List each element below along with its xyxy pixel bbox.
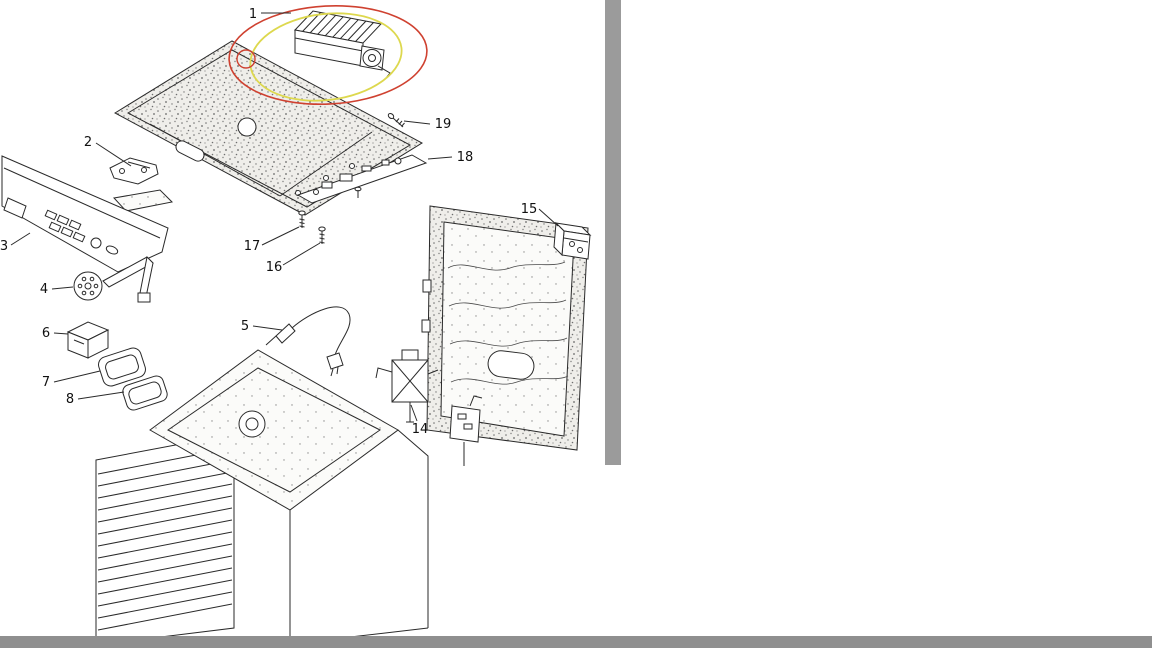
- callout-leader-18: [427, 156, 453, 160]
- bottom-scrollbar[interactable]: [0, 636, 1152, 648]
- callout-label-19: 19: [435, 117, 452, 132]
- part-5-probe: [265, 306, 351, 377]
- highlight-small-circle: [236, 49, 256, 69]
- callout-leader-6: [53, 332, 69, 335]
- callout-labels: 1 2 3 4 5 6 7 8 14 15 16 17 18 19: [0, 7, 537, 437]
- callout-label-15: 15: [521, 202, 538, 217]
- small-plate: [113, 189, 174, 212]
- callout-label-8: 8: [66, 392, 74, 407]
- vertical-scrollbar[interactable]: [605, 0, 621, 465]
- callout-label-7: 7: [42, 375, 50, 390]
- callout-leader-8: [77, 391, 125, 400]
- part-7-gasket: [98, 347, 146, 387]
- callout-leader-14: [410, 404, 418, 422]
- oven-cabinet: [95, 349, 429, 646]
- callout-label-3: 3: [0, 239, 8, 254]
- callout-label-17: 17: [244, 239, 261, 254]
- callout-leaders: [10, 12, 559, 422]
- callout-label-4: 4: [40, 282, 48, 297]
- part-15-bracket: [553, 221, 592, 260]
- callout-label-1: 1: [249, 7, 257, 22]
- panel-hole: [237, 117, 257, 137]
- oven-top-face: [149, 349, 399, 511]
- fascia-connector: [3, 197, 27, 219]
- callout-leader-16: [282, 242, 321, 266]
- part-19-screw: [387, 112, 405, 128]
- callout-label-5: 5: [241, 319, 249, 334]
- part-6-block: [66, 321, 110, 359]
- part-2-bracket: [109, 157, 174, 212]
- part-14-switch: [375, 349, 439, 423]
- callout-leader-2: [95, 142, 132, 167]
- callout-leader-3: [10, 232, 31, 246]
- part-18-control-board: [296, 154, 428, 204]
- louvered-front-panel: [95, 433, 235, 646]
- callout-leader-5: [252, 325, 283, 331]
- callout-label-2: 2: [84, 135, 92, 150]
- main-top-panel: [113, 40, 424, 216]
- part-4-disc: [73, 255, 154, 303]
- module-connector: [362, 49, 382, 67]
- callout-label-16: 16: [266, 260, 283, 275]
- highlight-annotation: [228, 4, 428, 106]
- callout-leader-15: [538, 208, 559, 227]
- part-16-screw: [318, 226, 326, 244]
- highlight-outer-ellipse: [228, 4, 428, 106]
- callout-leader-4: [51, 286, 74, 290]
- panel-slot: [175, 140, 205, 162]
- part-17-screw: [298, 210, 306, 228]
- callout-leader-7: [53, 370, 101, 383]
- lower-switch: [449, 395, 483, 466]
- callout-label-6: 6: [42, 326, 50, 341]
- part-8-gasket: [122, 375, 168, 411]
- rear-panel: [421, 205, 589, 451]
- callout-label-18: 18: [457, 150, 474, 165]
- part-3-control-fascia: [1, 155, 169, 273]
- callout-leader-19: [403, 120, 431, 125]
- callout-label-14: 14: [412, 422, 429, 437]
- callout-leader-17: [261, 226, 300, 246]
- panel-oval-slot: [487, 350, 535, 380]
